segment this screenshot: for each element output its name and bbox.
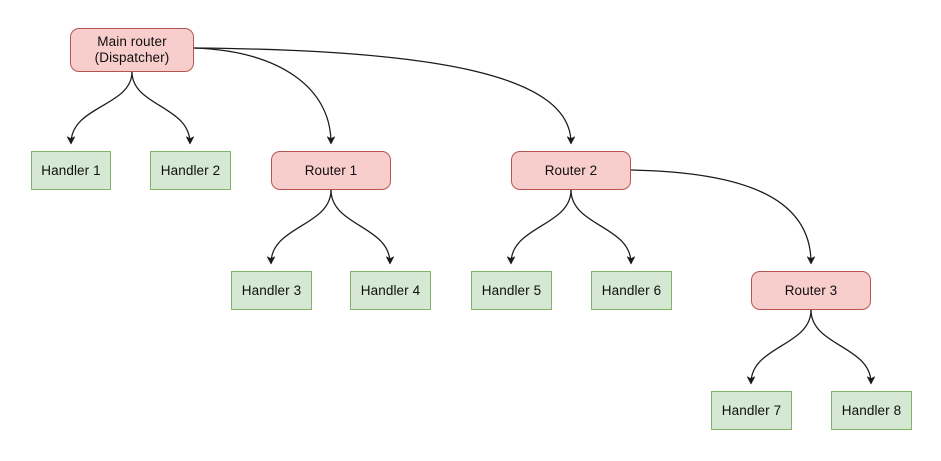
node-label-handler-5: Handler 5 [481,282,542,298]
node-router-3[interactable]: Router 3 [751,271,871,310]
node-handler-6[interactable]: Handler 6 [591,271,672,310]
edge-main-router-to-handler-2 [131,71,190,143]
edge-router-3-to-handler-7 [751,309,812,383]
node-label-handler-8: Handler 8 [841,402,902,418]
node-handler-5[interactable]: Handler 5 [471,271,552,310]
node-label-router-2: Router 2 [544,162,598,178]
node-label-router-1: Router 1 [304,162,358,178]
node-handler-8[interactable]: Handler 8 [831,391,912,430]
node-label-handler-2: Handler 2 [160,162,221,178]
edge-group [71,47,871,383]
node-label-main-router: Main router (Dispatcher) [94,34,170,65]
node-handler-7[interactable]: Handler 7 [711,391,792,430]
node-handler-3[interactable]: Handler 3 [231,271,312,310]
node-main-router[interactable]: Main router (Dispatcher) [70,28,194,72]
node-label-router-3: Router 3 [784,282,838,298]
edge-router-1-to-handler-3 [271,189,332,263]
node-router-2[interactable]: Router 2 [511,151,631,190]
node-handler-2[interactable]: Handler 2 [150,151,231,190]
node-router-1[interactable]: Router 1 [271,151,391,190]
edge-router-3-to-handler-8 [810,309,871,383]
edge-router-2-to-handler-5 [511,189,572,263]
node-label-handler-7: Handler 7 [721,402,782,418]
edge-main-router-to-handler-1 [71,71,133,143]
node-handler-1[interactable]: Handler 1 [31,151,111,190]
node-label-handler-3: Handler 3 [241,282,302,298]
node-label-handler-1: Handler 1 [41,162,101,178]
edge-router-2-to-handler-6 [570,189,631,263]
node-label-handler-4: Handler 4 [360,282,421,298]
node-label-handler-6: Handler 6 [601,282,662,298]
edge-main-router-to-router-1 [193,47,331,143]
node-handler-4[interactable]: Handler 4 [350,271,431,310]
edge-router-2-to-router-3 [630,169,811,263]
edge-main-router-to-router-2 [193,47,571,143]
edge-router-1-to-handler-4 [330,189,390,263]
